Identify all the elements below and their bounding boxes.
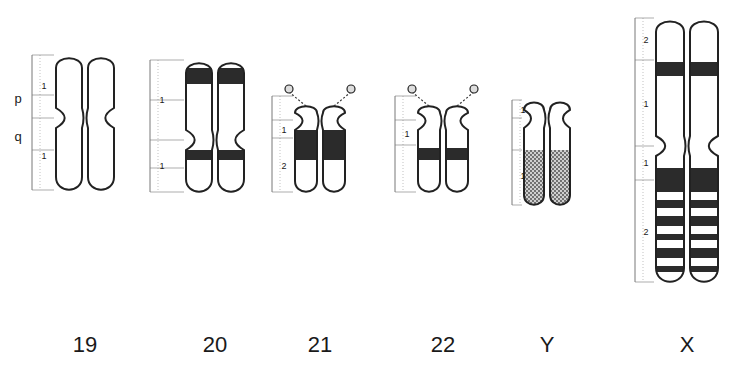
region-number: 2 [281, 162, 286, 171]
chromosome [272, 85, 355, 192]
chromosome-number: Y [540, 334, 555, 356]
region-number: 2 [643, 36, 648, 45]
region-number: 1 [281, 126, 286, 135]
region-number: 1 [404, 130, 409, 139]
region-number: 1 [520, 106, 525, 115]
region-number: 1 [41, 152, 46, 161]
chromosome [635, 18, 722, 282]
region-scale [395, 96, 416, 192]
chromosome [395, 85, 478, 192]
region-number: 2 [643, 228, 648, 237]
region-number: 1 [159, 96, 164, 105]
arm-label: p [14, 92, 21, 105]
chromosome-number: 20 [203, 334, 227, 356]
region-scale [512, 100, 522, 205]
arm-label: q [14, 130, 21, 143]
chromosome-number: 22 [431, 334, 455, 356]
region-number: 1 [159, 162, 164, 171]
region-scale [32, 55, 54, 190]
chromosome-number: X [680, 334, 695, 356]
chromosome [32, 55, 114, 190]
region-number: 1 [41, 82, 46, 91]
chromosome-number: 21 [308, 334, 332, 356]
chromosome [150, 60, 248, 192]
region-number: 1 [643, 100, 648, 109]
region-scale [150, 60, 184, 192]
chromosome [512, 100, 574, 205]
region-number: 1 [643, 159, 648, 168]
region-scale [272, 96, 293, 192]
region-scale [635, 18, 654, 282]
chromosome-number: 19 [73, 334, 97, 356]
region-number: 1 [520, 172, 525, 181]
